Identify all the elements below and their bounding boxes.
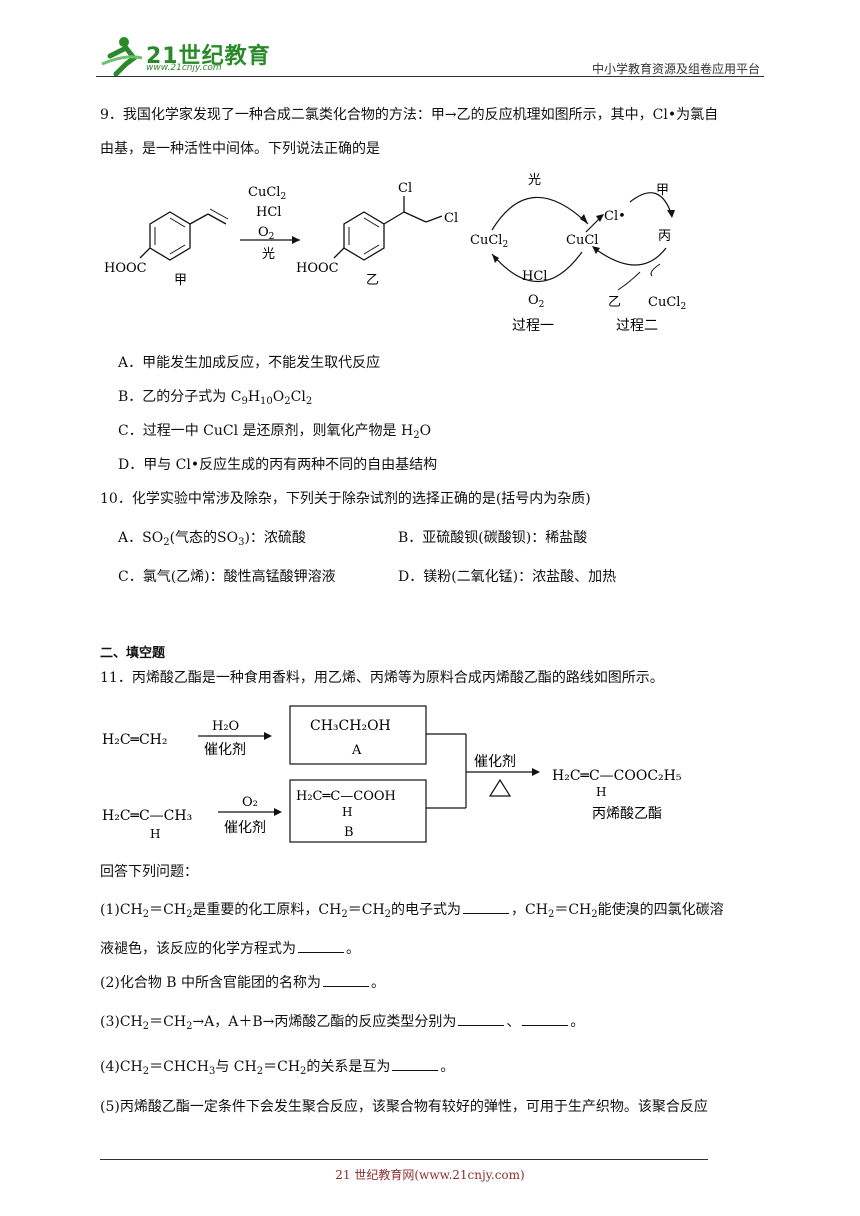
reagent-cucl2-text: CuCl2 (248, 185, 286, 202)
catalyst-2: 催化剂 (224, 820, 266, 836)
cycle-light: 光 (528, 173, 541, 188)
q9-stem-line2: 由基，是一种活性中间体。下列说法正确的是 (100, 141, 380, 157)
product-formula: H₂C═C—COOC₂H₅ (552, 768, 682, 784)
header-divider (96, 76, 764, 77)
answer-blank[interactable] (463, 901, 510, 914)
box-a-label: A (351, 743, 362, 758)
cucl-mid: CuCl (566, 233, 598, 248)
q10-option-a: A．SO2(气态的SO3)：浓硫酸 (118, 530, 306, 548)
logo-url: www.21cnjy.com (146, 63, 222, 73)
cucl2-right: CuCl2 (648, 295, 686, 312)
platform-name: 中小学教育资源及组卷应用平台 (591, 62, 760, 76)
cl-top: Cl (398, 181, 412, 196)
heat-triangle-icon (488, 778, 512, 797)
q11-sub1-line1: (1)CH2＝CH2是重要的化工原料，CH2＝CH2的电子式为，CH2＝CH2能… (100, 901, 724, 920)
q9-stem-line1: 9．我国化学家发现了一种合成二氯类化合物的方法：甲→乙的反应机理如图所示，其中，… (100, 107, 719, 123)
answer-blank[interactable] (522, 1013, 569, 1026)
q9-option-c: C．过程一中 CuCl 是还原剂，则氧化产物是 H2O (118, 423, 432, 441)
q11-sub5: (5)丙烯酸乙酯一定条件下会发生聚合反应，该聚合物有较好的弹性，可用于生产织物。… (100, 1099, 708, 1115)
bing-label: 丙 (658, 229, 671, 244)
q11-sub2: (2)化合物 B 中所含官能团的名称为。 (100, 974, 386, 991)
hooc-left: HOOC (104, 261, 147, 276)
hcl-label: HCl (522, 269, 547, 284)
catalyst-1: 催化剂 (204, 742, 246, 758)
product-name: 丙烯酸乙酯 (592, 806, 662, 822)
answer-blank[interactable] (298, 940, 344, 953)
box-b-label: B (344, 825, 354, 840)
label-yi: 乙 (366, 273, 379, 288)
jia-label: 甲 (656, 183, 669, 198)
q9-option-d: D．甲与 Cl•反应生成的丙有两种不同的自由基结构 (118, 457, 438, 473)
process1-label: 过程一 (512, 318, 554, 334)
q9-mechanism-diagram: HOOC 甲 CuCl2 HCl O2 光 Cl Cl HOOC 乙 光 CuC… (104, 173, 686, 334)
q11-answer-intro: 回答下列问题： (100, 864, 198, 880)
q11-sub1-line2: 液褪色，该反应的化学方程式为。 (100, 940, 360, 957)
propene-h: H (150, 827, 160, 841)
answer-blank[interactable] (323, 974, 370, 987)
box-b-formula: H₂C═C—COOH (296, 789, 396, 804)
reagent-o2: O2 (258, 225, 274, 242)
box-a-formula: CH₃CH₂OH (310, 718, 391, 734)
q10-stem: 10．化学实验中常涉及除杂，下列关于除杂试剂的选择正确的是(括号内为杂质) (100, 491, 591, 507)
reagent-hcl: HCl (256, 205, 281, 220)
cucl2-left: CuCl2 (470, 233, 508, 250)
q10-option-c: C．氯气(乙烯)：酸性高锰酸钾溶液 (118, 569, 336, 585)
cl-radical: Cl• (604, 209, 626, 224)
footer-text: 21 世纪教育网(www.21cnjy.com) (335, 1168, 525, 1182)
catalyst-3: 催化剂 (474, 754, 516, 770)
q9-option-b: B．乙的分子式为 C9H10O2Cl2 (118, 389, 313, 407)
q11-sub4: (4)CH2＝CHCH3与 CH2＝CH2的关系是互为。 (100, 1058, 455, 1077)
q11-sub3: (3)CH2＝CH2→A，A＋B→丙烯酸乙酯的反应类型分别为、。 (100, 1013, 585, 1032)
o2-label: O2 (528, 293, 544, 310)
o2-reagent: O₂ (242, 795, 258, 810)
h2o-reagent: H₂O (212, 719, 239, 734)
hooc-right: HOOC (296, 261, 339, 276)
q11-stem: 11．丙烯酸乙酯是一种食用香料，用乙烯、丙烯等为原料合成丙烯酸乙酯的路线如图所示… (100, 670, 664, 686)
q10-option-b: B．亚硫酸钡(碳酸钡)：稀盐酸 (398, 530, 588, 546)
yi-label: 乙 (608, 295, 621, 310)
product-h: H (596, 785, 606, 799)
cl-right: Cl (444, 211, 458, 226)
q11-synthesis-diagram: H₂C═CH₂ H₂O 催化剂 CH₃CH₂OH A H₂C═C—CH₃ H O… (102, 705, 682, 843)
answer-blank[interactable] (392, 1058, 439, 1071)
q10-option-d: D．镁粉(二氧化锰)：浓盐酸、加热 (398, 569, 617, 585)
box-b-h: H (342, 805, 352, 819)
logo-icon (101, 37, 143, 76)
reagent-light: 光 (262, 247, 275, 262)
box-a (289, 705, 427, 765)
label-jia: 甲 (174, 273, 187, 288)
propene: H₂C═C—CH₃ (102, 808, 192, 824)
q9-option-a: A．甲能发生加成反应，不能发生取代反应 (118, 355, 381, 371)
footer-divider (100, 1159, 708, 1160)
logo-text: 21世纪教育 (146, 44, 271, 69)
box-b (289, 779, 427, 843)
section-title: 二、填空题 (100, 646, 166, 661)
ethylene: H₂C═CH₂ (102, 732, 168, 748)
answer-blank[interactable] (458, 1013, 505, 1026)
process2-label: 过程二 (616, 318, 658, 334)
